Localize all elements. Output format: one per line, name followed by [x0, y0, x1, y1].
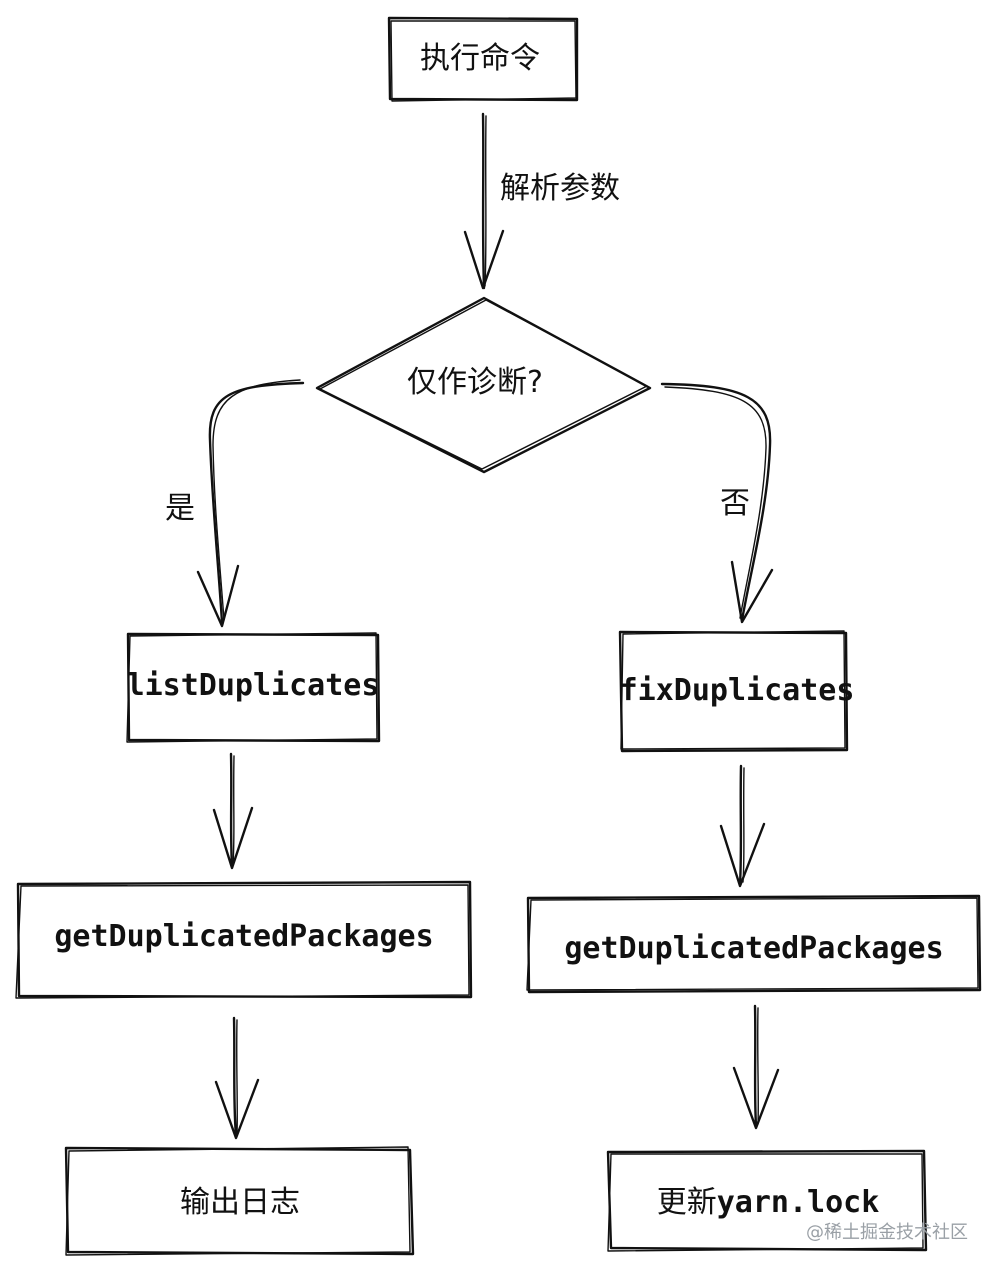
- get-duplicated-left-label: getDuplicatedPackages: [54, 919, 433, 954]
- output-log-label: 输出日志: [180, 1185, 300, 1220]
- arrow-list-to-get-left: [212, 752, 254, 870]
- update-lock-node: 更新yarn.lock: [606, 1149, 928, 1252]
- arrow-decision-to-fix: [660, 382, 774, 624]
- fix-duplicates-node: fixDuplicates: [618, 630, 855, 753]
- arrow-get-left-to-output: [214, 1016, 260, 1140]
- update-lock-label: 更新yarn.lock: [657, 1185, 880, 1220]
- get-duplicated-left-node: getDuplicatedPackages: [15, 880, 473, 999]
- edge-label-yes: 是: [165, 491, 195, 526]
- output-log-node: 输出日志: [64, 1146, 415, 1256]
- fix-duplicates-label: fixDuplicates: [620, 673, 855, 708]
- start-node-label: 执行命令: [420, 41, 540, 76]
- list-duplicates-label: listDuplicates: [127, 668, 380, 703]
- get-duplicated-right-label: getDuplicatedPackages: [564, 931, 943, 966]
- update-lock-prefix: 更新: [657, 1185, 717, 1220]
- start-node: 执行命令: [387, 16, 579, 102]
- arrow-start-to-decision: [463, 112, 505, 290]
- decision-node-label: 仅作诊断?: [407, 365, 543, 400]
- list-duplicates-node: listDuplicates: [126, 632, 381, 743]
- get-duplicated-right-node: getDuplicatedPackages: [526, 894, 982, 994]
- arrow-get-right-to-update: [732, 1004, 780, 1130]
- decision-node: 仅作诊断?: [315, 296, 652, 474]
- update-lock-code: yarn.lock: [717, 1185, 880, 1220]
- edge-label-parse-args: 解析参数: [500, 171, 620, 206]
- edge-label-no: 否: [720, 486, 750, 521]
- arrow-decision-to-list: [196, 379, 305, 628]
- arrow-fix-to-get-right: [719, 764, 766, 888]
- watermark-text: @稀土掘金技术社区: [806, 1222, 968, 1243]
